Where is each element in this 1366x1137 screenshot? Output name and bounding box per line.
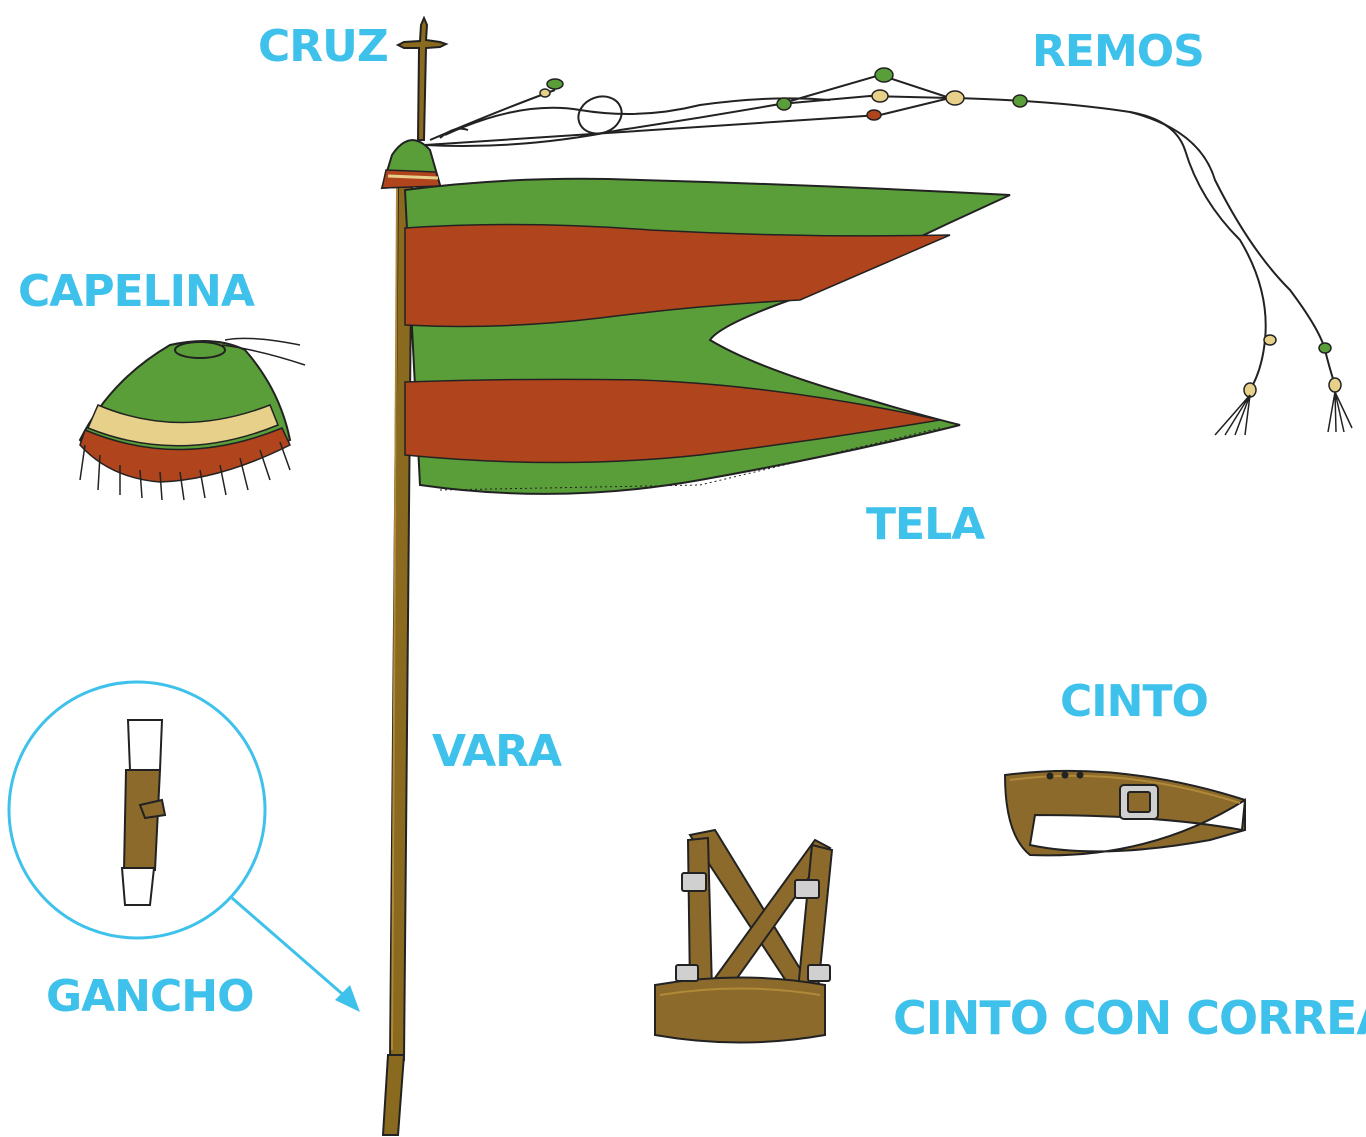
label-cruz: CRUZ [258, 21, 389, 72]
label-vara: VARA [432, 726, 562, 777]
label-cinto-con-correas: CINTO CON CORREAS [893, 991, 1366, 1045]
streamers [424, 73, 1336, 391]
pole-tassel [380, 139, 442, 190]
cinto-con-correas [654, 828, 834, 1044]
label-remos: REMOS [1032, 26, 1205, 77]
label-tela: TELA [866, 499, 985, 550]
label-capelina: CAPELINA [18, 266, 255, 317]
label-cinto: CINTO [1060, 676, 1209, 727]
label-gancho: GANCHO [46, 971, 255, 1022]
flag [403, 177, 1011, 495]
gancho-detail [7, 680, 360, 1012]
capelina [78, 337, 306, 501]
cross [395, 15, 449, 141]
cinto [1003, 769, 1247, 857]
streamer-tassels [1214, 391, 1353, 436]
